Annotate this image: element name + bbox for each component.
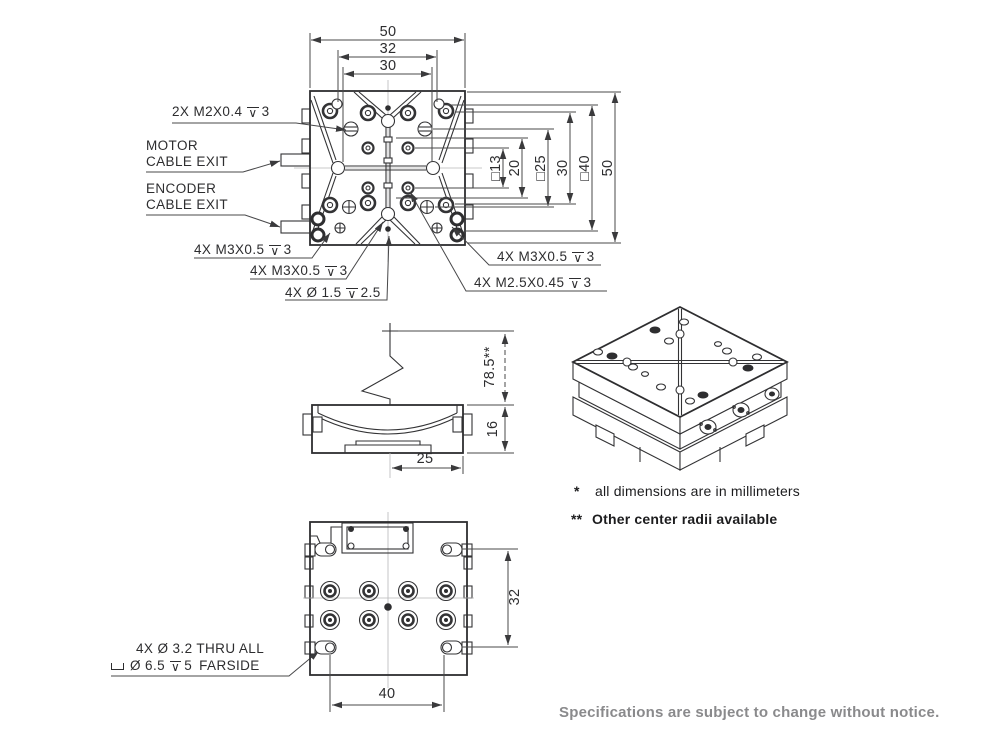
encoder-cable-exit-tab <box>280 220 311 234</box>
dim-center-height: 78.5** <box>482 346 498 388</box>
note-radii: **Other center radii available <box>571 511 778 527</box>
depth-symbol-icon: ∨ <box>569 277 581 291</box>
footer-disclaimer: Specifications are subject to change wit… <box>559 704 940 721</box>
dim-right-50: 50 <box>600 159 616 177</box>
dim-right-30: 30 <box>555 159 571 177</box>
dim-top-30: 30 <box>379 58 397 74</box>
callout-thru-holes: 4X Ø 3.2 THRU ALL <box>136 641 265 656</box>
depth-symbol-icon: ∨ <box>325 265 337 279</box>
top-view-drawing <box>280 80 482 262</box>
side-view-drawing <box>302 323 514 478</box>
bottom-view-drawing <box>303 512 518 712</box>
depth-symbol-icon: ∨ <box>346 287 358 301</box>
dim-right-sq25: □25 <box>533 155 549 181</box>
dim-right-20: 20 <box>507 159 523 177</box>
dim-bottom-32: 32 <box>507 588 523 606</box>
depth-symbol-icon: ∨ <box>269 244 281 258</box>
dim-bottom-40: 40 <box>378 686 396 702</box>
depth-symbol-icon: ∨ <box>572 251 584 265</box>
callout-m3-center: 4X M3X0.5∨3 <box>250 263 348 279</box>
callout-motor-cable-exit: MOTOR CABLE EXIT <box>146 138 229 169</box>
callout-m3-right: 4X M3X0.5∨3 <box>497 249 595 265</box>
dim-height-16: 16 <box>485 420 501 438</box>
dim-top-32: 32 <box>379 41 397 57</box>
counterbore-symbol-icon <box>111 663 124 670</box>
callout-dowel-pin: 4X Ø 1.5∨2.5 <box>285 285 381 301</box>
socket-screw-holes <box>319 580 457 631</box>
slotted-screw-holes <box>343 121 433 137</box>
top-dimensions <box>309 33 466 162</box>
callout-m2: 2X M2X0.4∨3 <box>172 104 270 120</box>
depth-symbol-icon: ∨ <box>170 660 182 674</box>
right-dimensions <box>396 91 621 244</box>
dim-right-sq13: □13 <box>488 155 504 181</box>
threaded-holes-m25 <box>361 141 415 195</box>
depth-symbol-icon: ∨ <box>247 106 259 120</box>
dim-top-50: 50 <box>379 24 397 40</box>
dim-right-sq40: □40 <box>577 155 593 181</box>
motor-connectors <box>699 387 780 435</box>
callout-m25: 4X M2.5X0.45∨3 <box>474 275 592 291</box>
callout-m3-left: 4X M3X0.5∨3 <box>194 242 292 258</box>
dim-half-width-25: 25 <box>416 451 434 467</box>
note-units: *all dimensions are in millimeters <box>574 483 800 499</box>
callout-encoder-cable-exit: ENCODER CABLE EXIT <box>146 181 229 212</box>
callout-leaders <box>111 122 607 677</box>
counterbore-slots <box>314 542 463 655</box>
isometric-view-drawing <box>571 305 789 471</box>
motor-cable-exit-tab <box>280 153 311 167</box>
